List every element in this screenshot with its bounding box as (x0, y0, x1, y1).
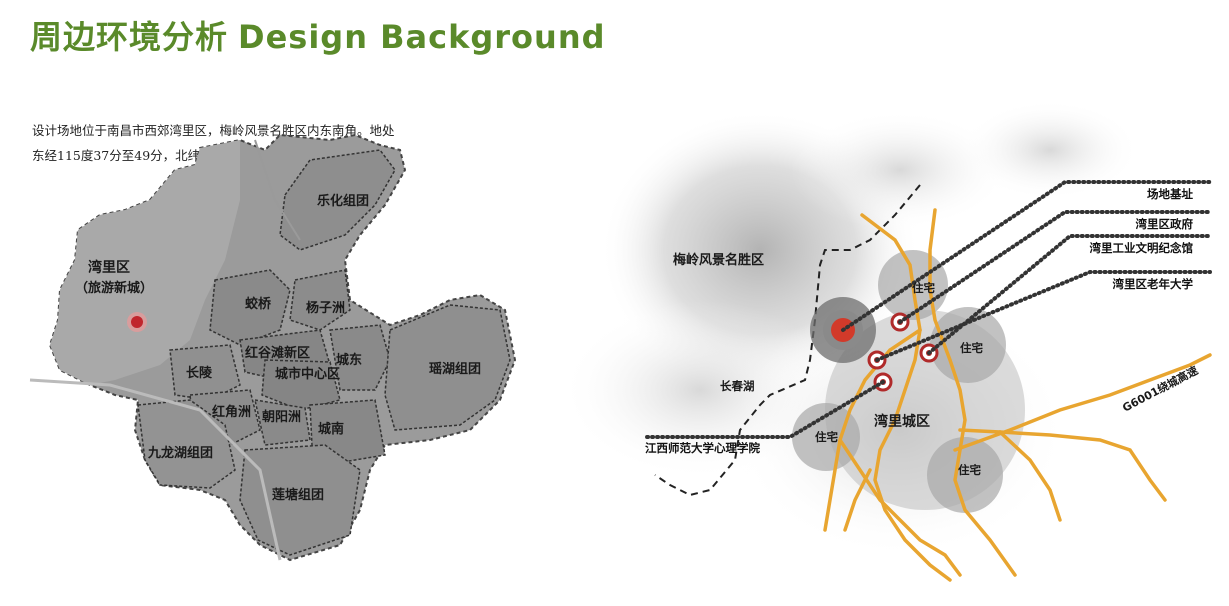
legend-memorial: 湾里工业文明纪念馆 (1090, 241, 1194, 255)
railway-line (254, 139, 301, 241)
label-wanli: 湾里区 (88, 259, 130, 276)
label-honggutan: 红谷滩新区 (245, 345, 310, 361)
site-marker (131, 316, 143, 328)
label-meiling: 梅岭风景名胜区 (673, 252, 764, 268)
label-changling: 长陵 (186, 365, 213, 381)
road-7 (843, 468, 872, 532)
district-yangzizhou (289, 269, 351, 331)
terrain-fog-3 (790, 110, 1010, 230)
label-res-4: 住宅 (958, 463, 981, 477)
boundary-line (654, 184, 921, 497)
district-chengdong (329, 324, 391, 391)
title-en: Design Background (238, 18, 606, 56)
label-res-3: 住宅 (815, 430, 838, 444)
left-map: 湾里区 （旅游新城） 乐化组团 蛟桥 杨子洲 红谷滩新区 城东 长陵 城市中心区… (29, 133, 517, 562)
district-liantang (239, 444, 361, 556)
leader-normal-univ (643, 380, 885, 439)
label-city-center: 城市中心区 (275, 366, 340, 382)
label-jiulonghu: 九龙湖组团 (147, 445, 213, 461)
label-changchunhu: 长春湖 (720, 379, 755, 393)
label-res-1: 住宅 (912, 281, 935, 295)
label-wanli-sub: （旅游新城） (75, 280, 153, 296)
district-changling (169, 344, 241, 401)
district-city-center (261, 359, 341, 411)
label-hongjiaozhou: 红角洲 (212, 404, 251, 420)
label-lehua: 乐化组团 (317, 193, 369, 209)
legend-gov: 湾里区政府 (1136, 217, 1194, 231)
road-6 (998, 430, 1062, 522)
title-zh: 周边环境分析 (30, 18, 229, 56)
road-1 (860, 213, 952, 582)
legend-normal-univ: 江西师范大学心理学院 (645, 441, 760, 455)
label-yangzizhou: 杨子洲 (306, 300, 345, 316)
label-highway: G6001绕城高速 (1120, 363, 1200, 415)
district-chaoyangzhou (254, 399, 311, 446)
leader-site (841, 180, 1212, 332)
river-line (29, 378, 282, 561)
terrain-fog-4 (960, 100, 1140, 200)
wanli-area (50, 140, 240, 385)
right-map: 场地基址 湾里区政府 湾里工业文明纪念馆 湾里区老年大学 江西师范大学心理学院 … (560, 100, 1212, 582)
leader-elder-univ (875, 270, 1212, 362)
label-wanli-city: 湾里城区 (874, 413, 930, 430)
district-lehua (279, 149, 396, 251)
legend-elder-univ: 湾里区老年大学 (1113, 277, 1194, 291)
description-line-1: 设计场地位于南昌市西郊湾里区，梅岭风景名胜区内东南角。地处 (32, 123, 395, 138)
residential-circle-2 (930, 307, 1006, 383)
residential-circle-3 (792, 403, 860, 471)
label-chengdong: 城东 (336, 352, 362, 368)
leader-memorial (927, 234, 1212, 355)
leader-gov (898, 210, 1212, 324)
label-res-2: 住宅 (960, 341, 983, 355)
residential-circle-4 (927, 437, 1003, 513)
road-4 (838, 438, 962, 577)
label-chengnan: 城南 (318, 421, 344, 437)
road-2 (928, 208, 1017, 577)
label-jiaoqiao: 蛟桥 (245, 296, 272, 312)
label-chaoyangzhou: 朝阳洲 (262, 409, 301, 425)
district-jiaoqiao (209, 269, 291, 346)
district-yaohu (384, 304, 511, 431)
label-yaohu: 瑶湖组团 (429, 361, 481, 377)
leader-lines (643, 180, 1212, 439)
label-liantang: 莲塘组团 (272, 487, 324, 503)
highway-g6001 (953, 353, 1212, 452)
legend-site: 场地基址 (1147, 187, 1193, 201)
